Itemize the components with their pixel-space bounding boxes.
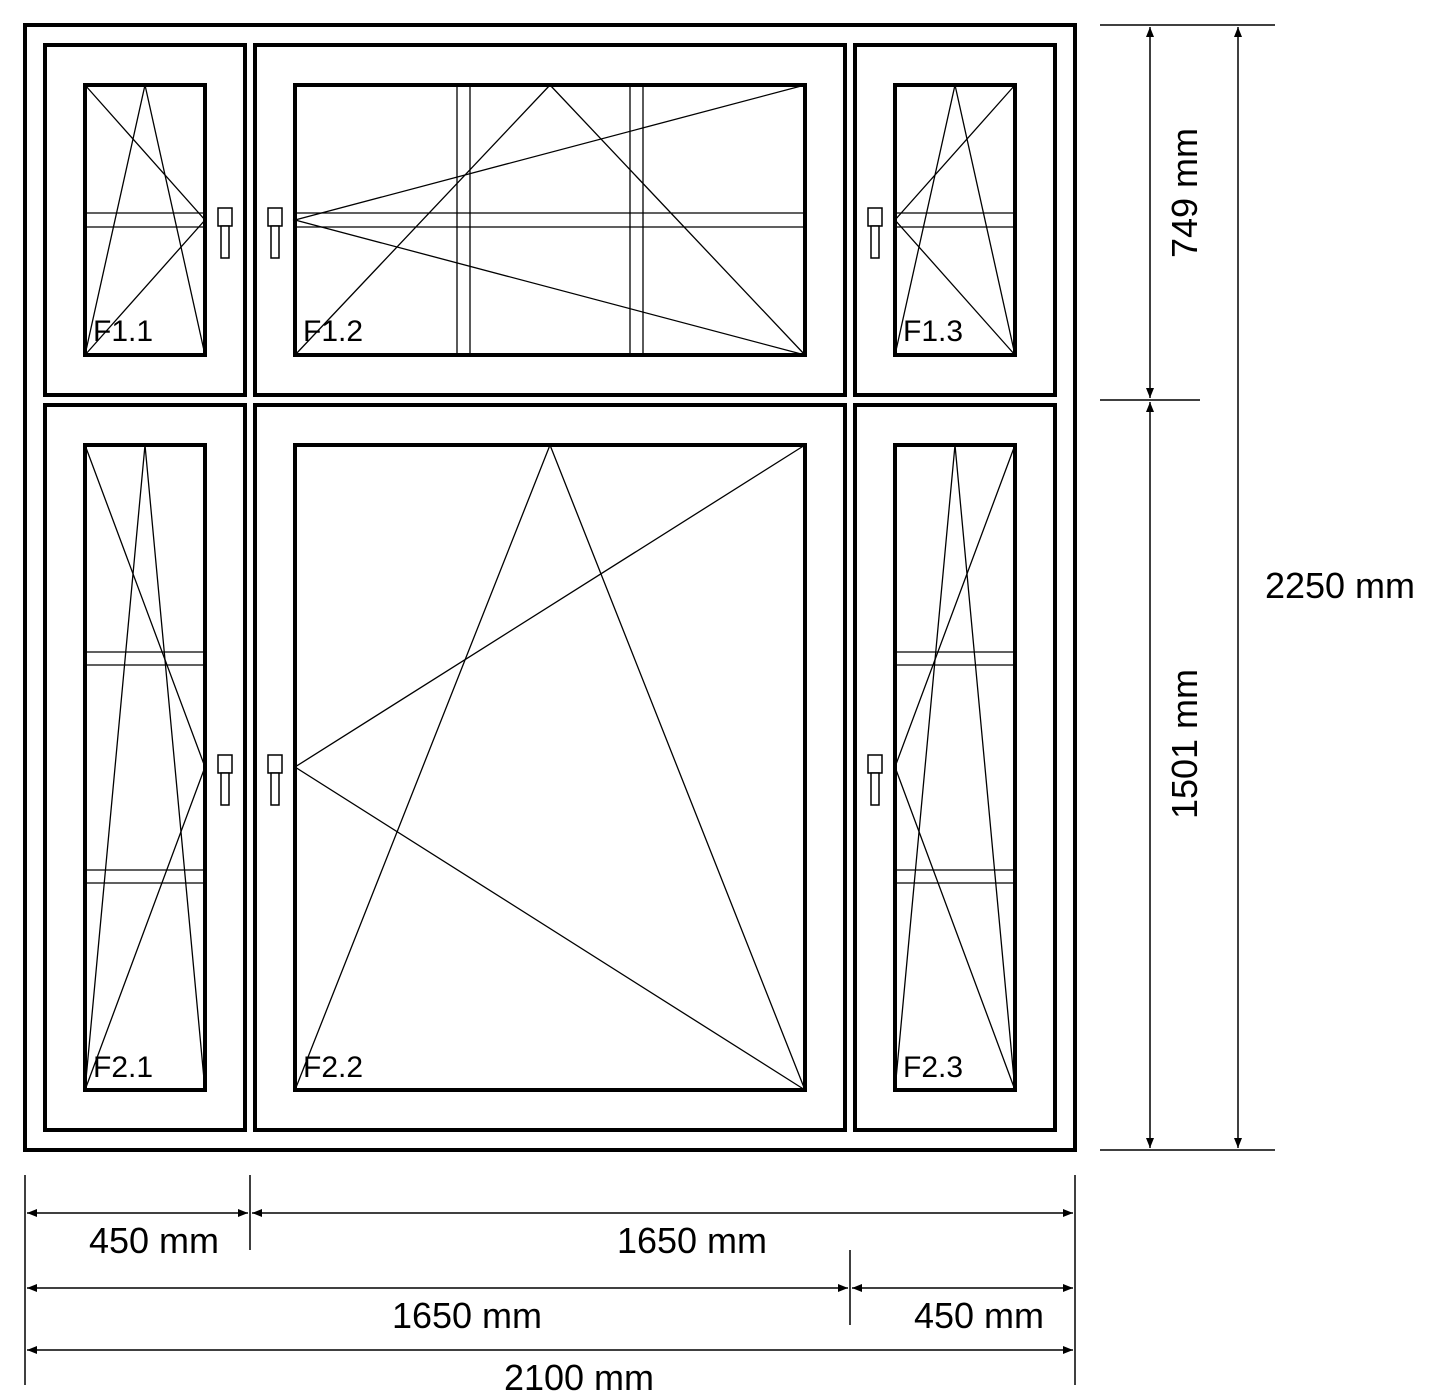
sash-frame	[253, 43, 847, 397]
handle-icon	[867, 754, 883, 774]
pane-f1-1[interactable]: F1.1	[43, 43, 247, 397]
pane-f1-3[interactable]: F1.3	[853, 43, 1057, 397]
dimension-label-total-width: 2100 mm	[504, 1357, 654, 1398]
pane-label: F1.2	[303, 315, 363, 348]
pane-label: F2.2	[303, 1051, 363, 1084]
sash-frame	[43, 403, 247, 1132]
sash-frame	[853, 403, 1057, 1132]
turn-indicator	[894, 84, 1016, 356]
glass-frame	[893, 443, 1017, 1092]
handle-grip-icon	[870, 772, 880, 806]
outer-frame	[23, 23, 1077, 1152]
vertical-glazing-bar	[629, 84, 644, 356]
pane-label: F1.1	[93, 315, 153, 348]
vertical-dimensions: 749 mm 1501 mm 2250 mm	[1100, 24, 1415, 1151]
tilt-indicator	[294, 84, 806, 356]
sash-frame	[253, 403, 847, 1132]
pane-label: F2.3	[903, 1051, 963, 1084]
handle-icon	[267, 754, 283, 774]
turn-indicator	[84, 444, 206, 1091]
dimension-label-left-center: 1650 mm	[392, 1295, 542, 1336]
handle-grip-icon	[220, 225, 230, 259]
pane-label: F1.3	[903, 315, 963, 348]
turn-indicator	[292, 84, 806, 356]
dimension-label-upper-height: 749 mm	[1164, 128, 1205, 258]
sash-frame	[43, 43, 247, 397]
turn-indicator	[84, 84, 206, 356]
handle-grip-icon	[870, 225, 880, 259]
turn-indicator	[894, 444, 1016, 1091]
pane-f1-2[interactable]: F1.2	[253, 43, 847, 397]
dimension-label-total-height: 2250 mm	[1265, 565, 1415, 606]
handle-grip-icon	[270, 772, 280, 806]
glass-frame	[83, 443, 207, 1092]
handle-grip-icon	[270, 225, 280, 259]
pane-label: F2.1	[93, 1051, 153, 1084]
vertical-glazing-bar	[456, 84, 471, 356]
glass-frame	[293, 443, 807, 1092]
dimension-label-left-column: 450 mm	[89, 1220, 219, 1261]
dimension-label-center-right: 1650 mm	[617, 1220, 767, 1261]
tilt-indicator	[894, 84, 1016, 356]
turn-indicator	[293, 444, 806, 1091]
glass-frame	[293, 83, 807, 357]
handle-grip-icon	[220, 772, 230, 806]
pane-f2-3[interactable]: F2.3	[853, 403, 1057, 1132]
handle-icon	[867, 207, 883, 227]
handle-icon	[217, 754, 233, 774]
dimension-label-lower-height: 1501 mm	[1164, 669, 1205, 819]
tilt-indicator	[84, 84, 206, 356]
tilt-indicator	[294, 443, 806, 1091]
sash-frame	[853, 43, 1057, 397]
pane-f2-1[interactable]: F2.1	[43, 403, 247, 1132]
horizontal-dimensions: 450 mm 1650 mm 1650 mm 450 mm 2100 mm	[24, 1175, 1076, 1398]
handle-icon	[217, 207, 233, 227]
dimension-label-right-column: 450 mm	[914, 1295, 1044, 1336]
pane-f2-2[interactable]: F2.2	[253, 403, 847, 1132]
tilt-indicator	[894, 444, 1016, 1091]
handle-icon	[267, 207, 283, 227]
tilt-indicator	[84, 444, 206, 1091]
